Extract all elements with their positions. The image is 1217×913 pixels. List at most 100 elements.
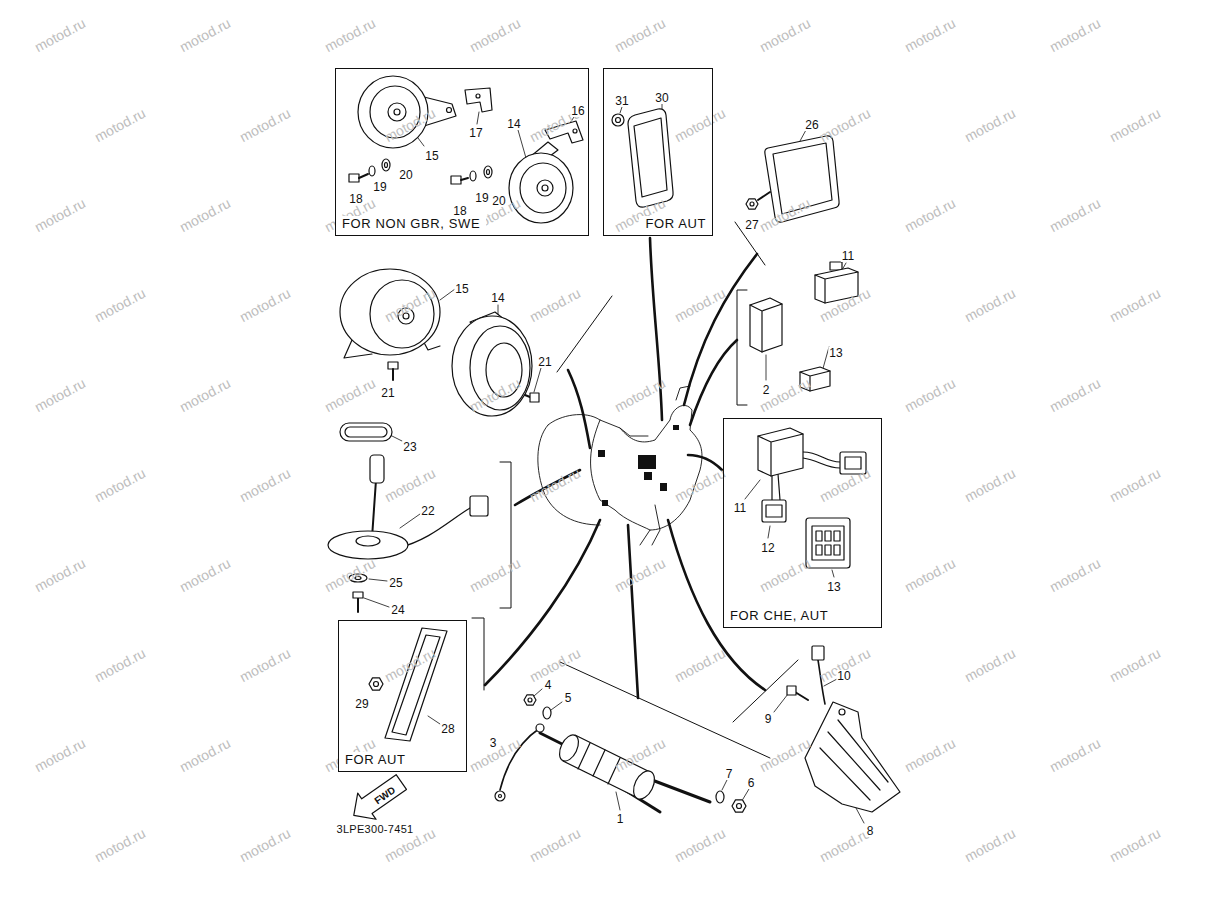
starter-relay-1 (556, 732, 583, 764)
watermark: motod.ru (816, 284, 873, 326)
watermark: motod.ru (526, 824, 583, 866)
reflector-26 (758, 192, 770, 200)
watermark: motod.ru (92, 646, 147, 684)
watermark: motod.ru (901, 374, 958, 416)
watermark: motod.ru (92, 286, 147, 324)
watermark: motod.ru (527, 646, 582, 684)
group-bracket (500, 462, 511, 608)
watermark: motod.ru (237, 646, 292, 684)
watermark: motod.ru (816, 104, 873, 146)
starter-relay-1 (629, 768, 658, 803)
gasket-23 (340, 423, 392, 441)
watermark: motod.ru (611, 194, 668, 236)
watermark: motod.ru (1047, 556, 1102, 594)
watermark: motod.ru (1107, 646, 1162, 684)
fuel-sender-22 (372, 480, 376, 538)
connector-13-che (834, 531, 840, 541)
watermark: motod.ru (177, 376, 232, 414)
leader-line (369, 579, 387, 581)
callout-number: 4 (544, 679, 553, 691)
watermark: motod.ru (92, 466, 147, 504)
watermark: motod.ru (902, 736, 957, 774)
nut-4 (524, 695, 536, 705)
watermark: motod.ru (91, 464, 148, 506)
watermark: motod.ru (671, 284, 728, 326)
callout-number: 29 (354, 694, 369, 712)
connector-13-che (834, 545, 840, 555)
watermark: motod.ru (236, 824, 293, 866)
watermark: motod.ru (31, 734, 88, 776)
gasket-23 (345, 427, 387, 437)
callout-number: 26 (804, 115, 819, 133)
watermark: motod.ru (612, 556, 667, 594)
watermark: motod.ru (1046, 194, 1103, 236)
watermark: motod.ru (1107, 466, 1162, 504)
leader-line (428, 716, 440, 724)
relay-2 (750, 304, 782, 352)
watermark: motod.ru (1047, 196, 1102, 234)
callout-number: 13 (826, 577, 841, 595)
callout-number: 21 (380, 387, 395, 399)
watermark: motod.ru (527, 286, 582, 324)
horn-14 (452, 316, 532, 416)
watermark: motod.ru (322, 16, 377, 54)
callout-number: 5 (564, 688, 573, 706)
rectifier-8 (805, 646, 900, 812)
connector-12 (766, 505, 782, 517)
callout-number: 20 (491, 195, 506, 207)
watermark: motod.ru (32, 736, 87, 774)
harness-wire (628, 525, 638, 698)
diagram-code: 3LPE300-7451 (336, 824, 415, 835)
reflector-28 (385, 628, 447, 741)
fwd-arrow (345, 769, 411, 828)
leader-line (400, 514, 420, 528)
connector-13-che (806, 518, 850, 568)
watermark: motod.ru (381, 644, 438, 686)
panel-label: FOR AUT (639, 216, 712, 235)
watermark: motod.ru (817, 286, 872, 324)
watermark: motod.ru (962, 826, 1017, 864)
fwd-arrow (345, 769, 411, 828)
watermark: motod.ru (176, 374, 233, 416)
reflector-30 (628, 109, 673, 207)
watermark: motod.ru (321, 14, 378, 56)
callout-number: 2 (762, 384, 771, 396)
watermark: motod.ru (466, 14, 523, 56)
callout-number: 31 (614, 91, 629, 109)
relay-11-che (758, 434, 803, 476)
washer-20 (487, 170, 490, 175)
callout-number: 9 (764, 713, 773, 725)
watermark: motod.ru (176, 734, 233, 776)
bolt-18 (461, 178, 468, 180)
watermark: motod.ru (672, 646, 727, 684)
nut-4 (524, 695, 536, 705)
watermark: motod.ru (1106, 104, 1163, 146)
callout-number: 9 (764, 709, 773, 727)
bolt-21 (530, 393, 539, 402)
callout-number: 20 (491, 191, 506, 209)
callout-number: 14 (490, 292, 505, 304)
watermark: motod.ru (177, 556, 232, 594)
watermark: motod.ru (961, 104, 1018, 146)
leader-line (392, 436, 402, 441)
callout-number: 24 (390, 604, 405, 616)
callout-number: 22 (420, 501, 435, 519)
group-bracket (472, 222, 798, 758)
leader-line (743, 789, 749, 799)
watermark: motod.ru (466, 554, 523, 596)
fuel-sender-22 (356, 536, 380, 546)
watermark: motod.ru (177, 16, 232, 54)
callout-number: 10 (836, 666, 851, 684)
leader-line (768, 526, 770, 538)
harness-wire (684, 254, 757, 405)
watermark: motod.ru (321, 374, 378, 416)
watermark: motod.ru (671, 464, 728, 506)
watermark: motod.ru (901, 14, 958, 56)
watermark: motod.ru (961, 644, 1018, 686)
horn-14-small (520, 163, 566, 213)
callout-number: 1 (616, 809, 625, 827)
leader-line (616, 792, 620, 810)
callout-number: 14 (506, 114, 521, 132)
callout-number: 11 (841, 246, 855, 264)
